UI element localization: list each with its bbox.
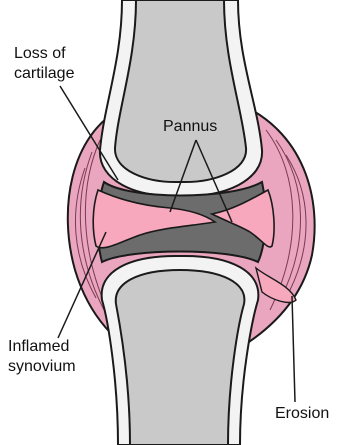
label-loss-of-cartilage-line1: Loss of: [14, 44, 66, 63]
lower-bone: [116, 270, 245, 445]
label-pannus: Pannus: [163, 117, 217, 136]
label-inflamed-synovium-line2: synovium: [8, 357, 76, 376]
label-inflamed-synovium-line1: Inflamed: [8, 337, 69, 356]
label-erosion: Erosion: [275, 404, 329, 423]
label-loss-of-cartilage-line2: cartilage: [14, 64, 74, 83]
